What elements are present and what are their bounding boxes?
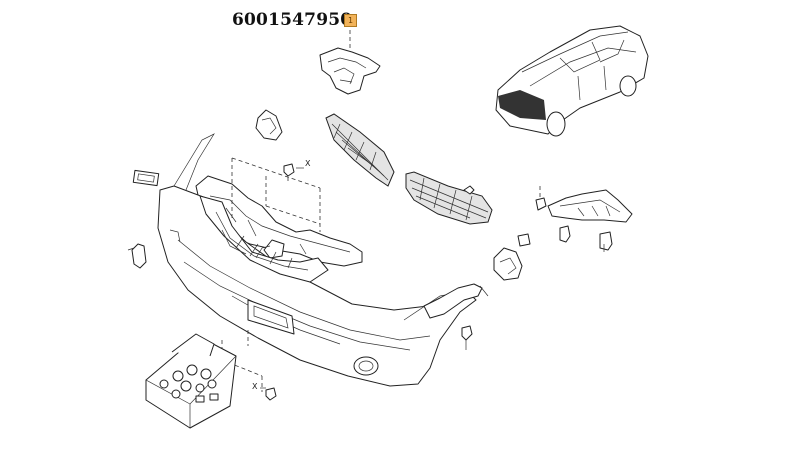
dimension-mark-top: X bbox=[305, 159, 311, 168]
grille-clip[interactable] bbox=[463, 185, 475, 195]
tow-hook-cover[interactable] bbox=[132, 169, 160, 187]
part-number-label: 6001547950 bbox=[232, 10, 353, 30]
bottom-screw[interactable] bbox=[260, 387, 277, 401]
bumper-upper-trim[interactable] bbox=[199, 195, 329, 283]
highlight-callout-marker[interactable]: 1 bbox=[344, 14, 357, 27]
right-side-trim[interactable] bbox=[423, 283, 489, 319]
left-fog-cover[interactable] bbox=[127, 243, 147, 269]
left-headlight-bracket[interactable] bbox=[255, 109, 283, 141]
lower-grille[interactable] bbox=[405, 171, 493, 225]
upper-shield-bracket[interactable] bbox=[319, 30, 381, 95]
right-headlight-bracket[interactable] bbox=[493, 233, 531, 281]
car-reference-illustration bbox=[495, 25, 649, 137]
right-side-bracket[interactable] bbox=[535, 186, 633, 252]
upper-bumper-reinforcement[interactable] bbox=[195, 175, 363, 267]
right-bumper-screw[interactable] bbox=[461, 325, 473, 350]
upper-grille[interactable] bbox=[325, 113, 395, 187]
fastener-kit-box[interactable] bbox=[145, 333, 237, 429]
dimension-mark-bottom: X bbox=[252, 382, 258, 391]
top-screw[interactable] bbox=[283, 163, 304, 177]
